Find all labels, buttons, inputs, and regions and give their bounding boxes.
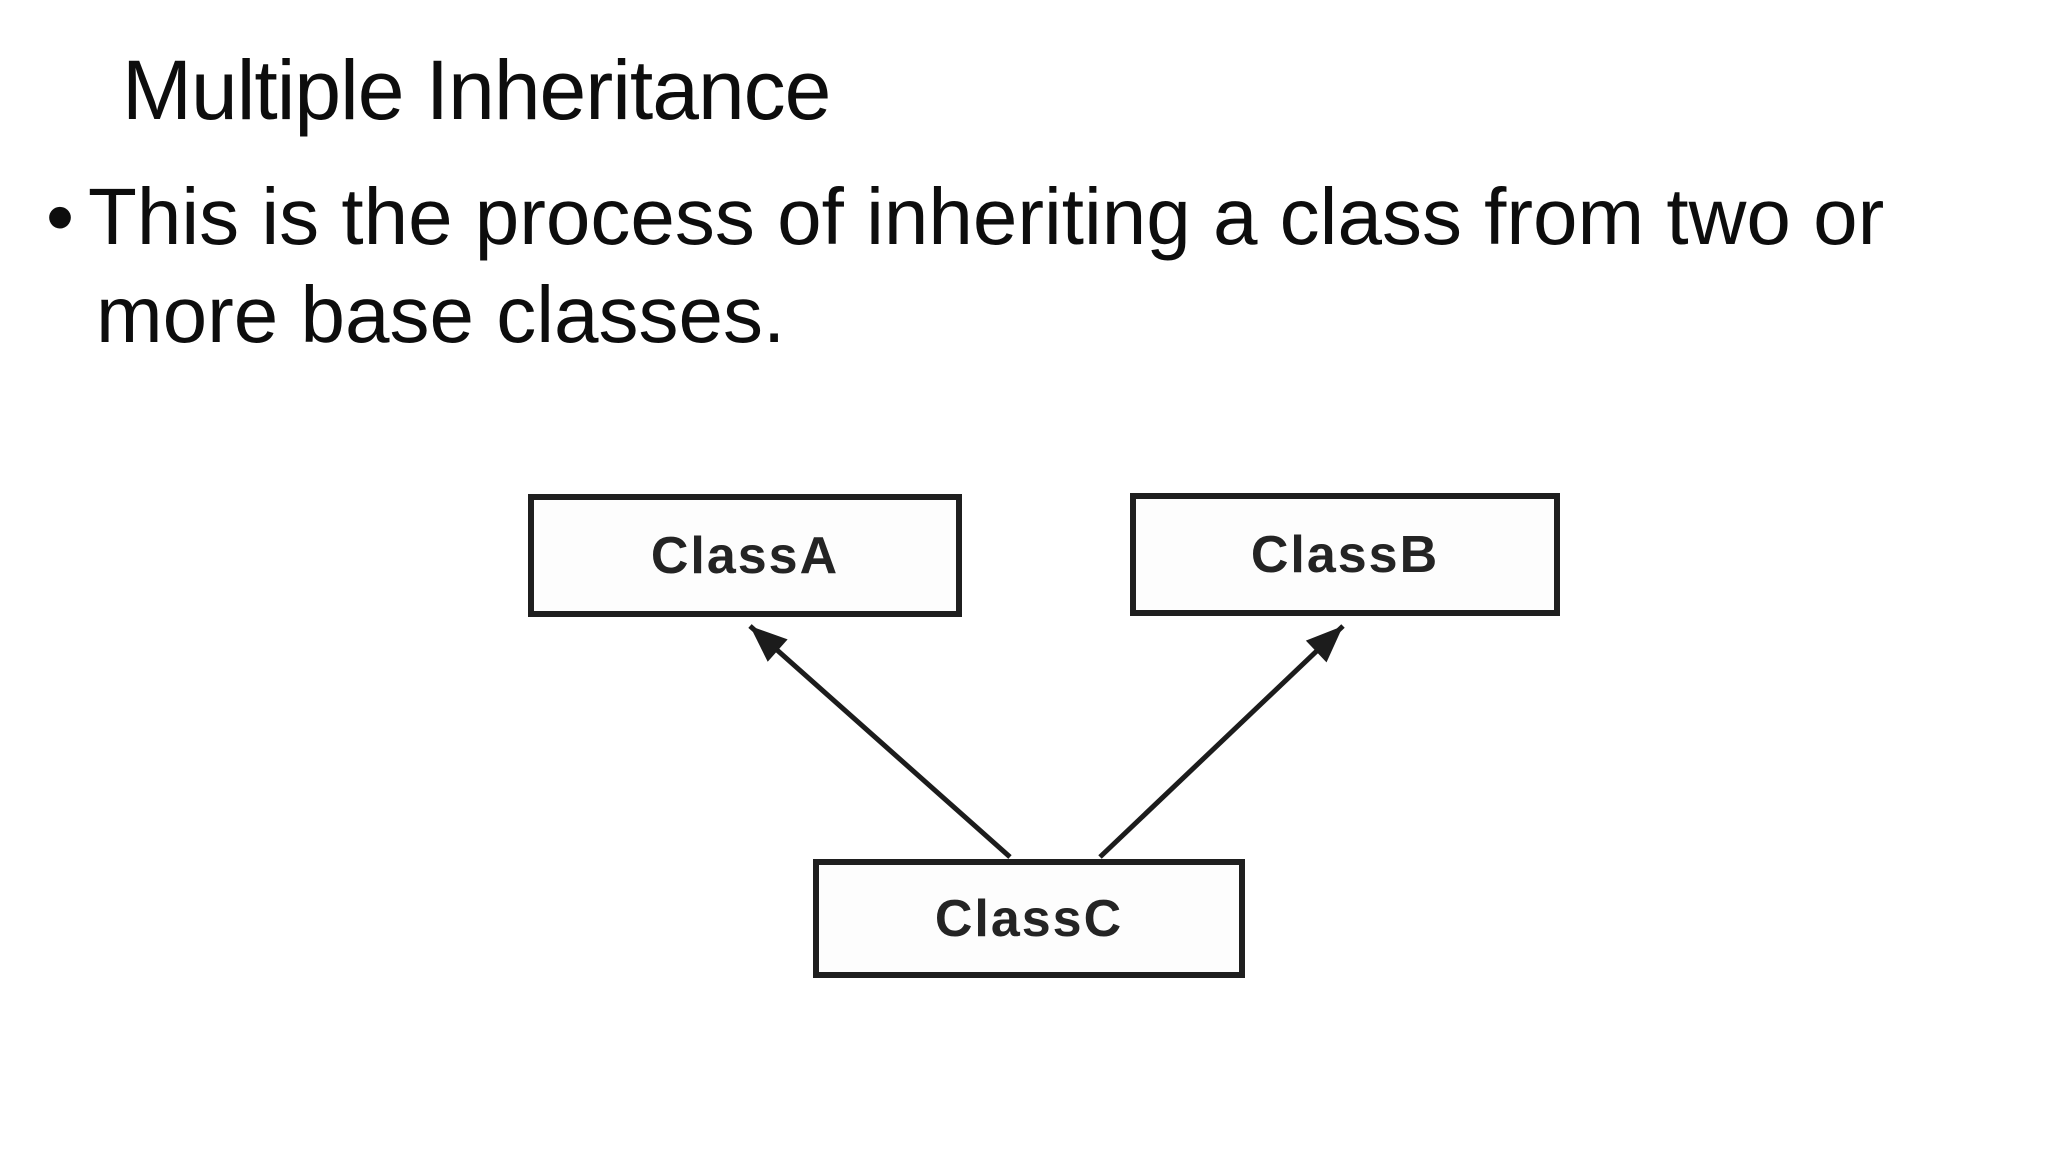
node-classA-label: ClassA (650, 526, 840, 585)
bullet-text-line-2: more base classes. (96, 270, 786, 359)
node-classB: ClassB (1130, 493, 1560, 616)
bullet-paragraph: • This is the process of inheriting a cl… (46, 168, 1884, 364)
bullet-text-line-1: This is the process of inheriting a clas… (88, 172, 1885, 261)
node-classC: ClassC (813, 859, 1245, 978)
bullet-text: This is the process of inheriting a clas… (88, 168, 1884, 364)
bullet-marker: • (46, 172, 75, 261)
node-classB-label: ClassB (1250, 525, 1440, 584)
node-classA: ClassA (528, 494, 962, 617)
arrow-classC-to-classA (748, 624, 1012, 859)
arrow-classC-to-classB (1098, 624, 1345, 859)
page-title: Multiple Inheritance (122, 43, 831, 137)
node-classC-label: ClassC (934, 889, 1124, 948)
